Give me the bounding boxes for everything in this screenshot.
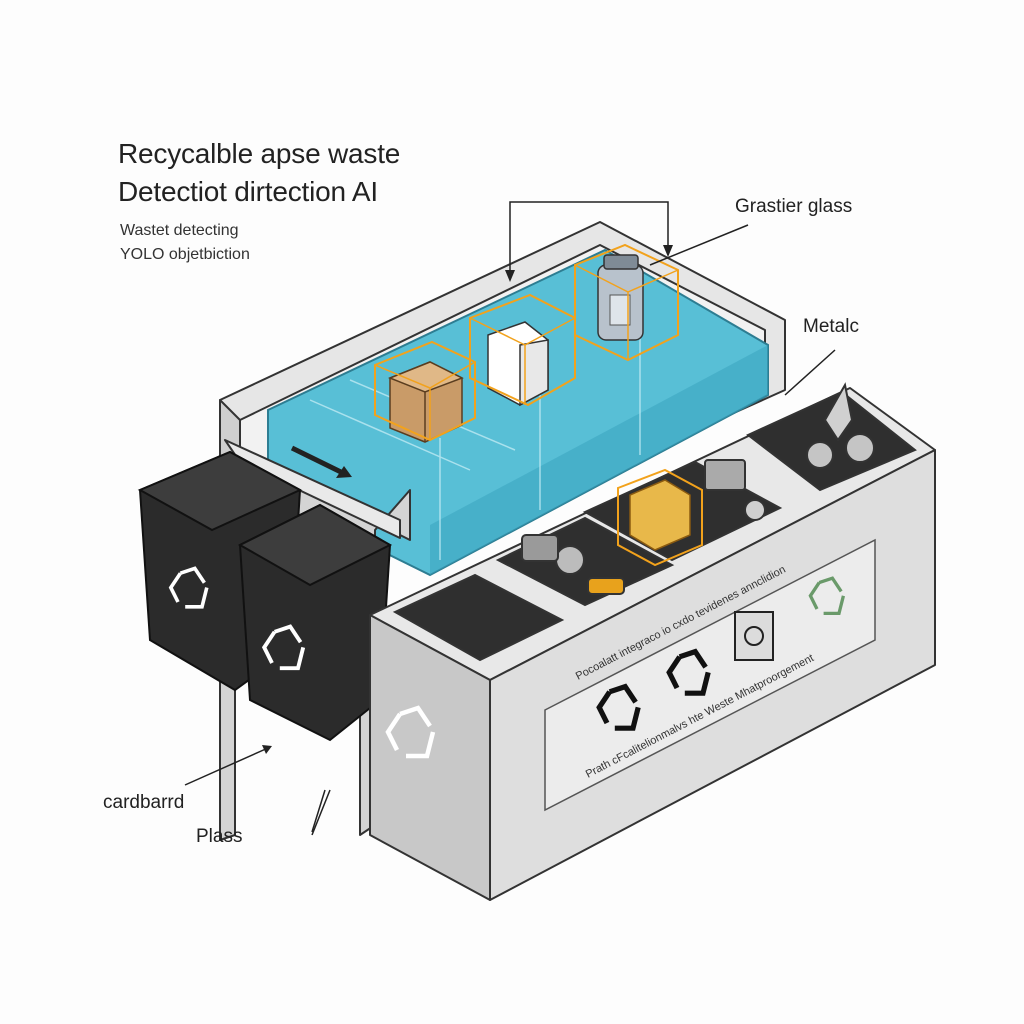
callout-leaders — [184, 201, 836, 836]
callout-metal: Metalc — [803, 316, 859, 337]
subtitle-line-1: Wastet detecting — [120, 222, 239, 239]
recycle-icon — [168, 566, 209, 609]
detected-cardboard-box — [374, 340, 476, 443]
callout-plastic: Plass — [196, 826, 243, 847]
title-line-1: Recycalble apse waste — [118, 138, 401, 169]
detected-glass-jar — [574, 243, 679, 362]
id-card-icon — [734, 611, 774, 661]
recycle-icon — [261, 624, 306, 671]
callout-cardboard: cardbarrd — [103, 792, 185, 813]
belt-direction-arrow — [290, 445, 352, 478]
recycle-icon — [596, 683, 641, 731]
recycle-icon — [666, 648, 711, 696]
callout-glass: Grastier glass — [735, 196, 853, 217]
subtitle-line-2: YOLO objetbiction — [120, 246, 250, 263]
title-line-2: Detectiot dirtection AI — [118, 176, 378, 207]
recycle-icon — [385, 705, 436, 759]
detected-milk-carton — [469, 293, 576, 407]
info-panel: Pocoalatt integraco io cxdo tevidenes an… — [544, 538, 876, 812]
compartment-sorted-plastic — [582, 459, 783, 567]
compartment-open — [392, 573, 565, 662]
recycle-icon — [808, 576, 846, 616]
compartment-glass — [746, 382, 917, 492]
compartment-metal-cans — [495, 516, 675, 607]
black-bin-front — [237, 503, 393, 742]
